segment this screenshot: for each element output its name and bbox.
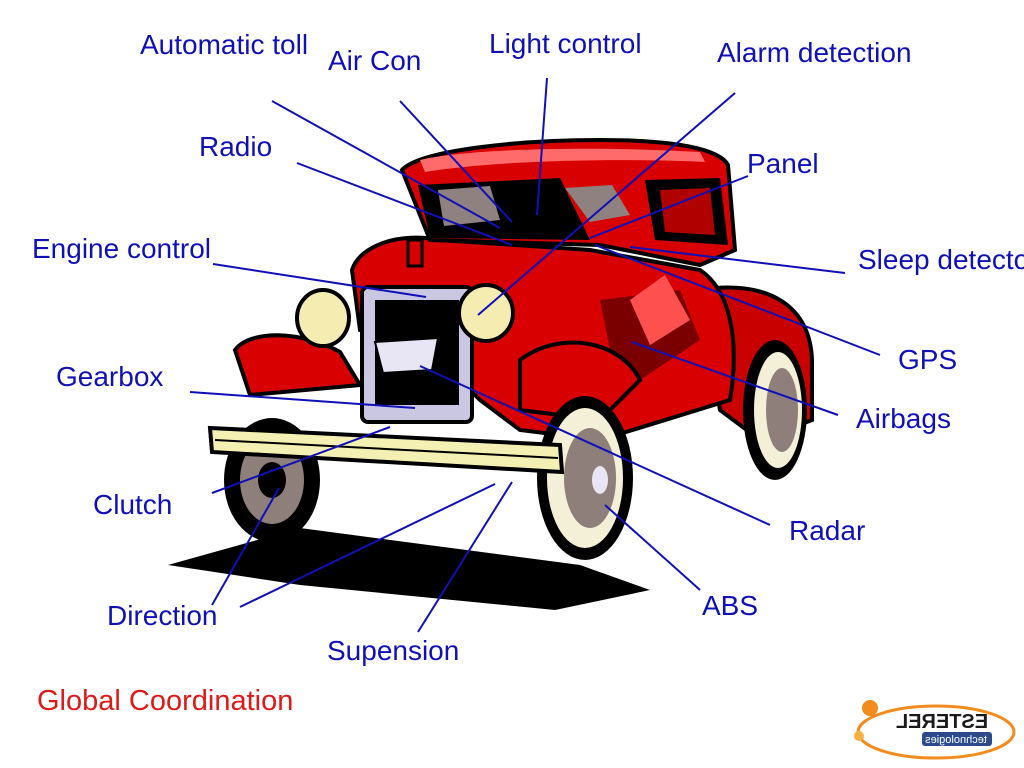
label-light-control: Light control — [489, 28, 642, 59]
wheel-rear-right — [743, 340, 807, 480]
label-engine-control: Engine control — [32, 233, 212, 264]
leader-clutch — [211, 426, 391, 494]
label-clutch: Clutch — [93, 489, 173, 520]
logo-line2: technologies — [925, 734, 987, 746]
roof-highlight — [420, 148, 705, 172]
headlight-left — [295, 288, 351, 348]
label-air-con: Air Con — [328, 45, 422, 76]
windshield-glass-right — [565, 185, 630, 222]
label-sleep-detector: Sleep detector — [858, 244, 1024, 275]
label-radar: Radar — [789, 515, 866, 546]
label-gps: GPS — [898, 344, 958, 375]
label-gearbox: Gearbox — [56, 361, 164, 392]
side-window-glass — [660, 188, 715, 235]
leader-sleep-detector — [629, 246, 846, 274]
logo-line1: ESTEREL — [896, 711, 988, 733]
front-fender-right — [518, 340, 643, 423]
esterel-logo: ESTEREL technologies — [854, 700, 1016, 760]
label-abs: ABS — [702, 590, 759, 621]
footer-title: Global Coordination — [37, 685, 294, 717]
label-panel: Panel — [747, 148, 819, 179]
leader-radio — [296, 162, 513, 246]
label-radio: Radio — [199, 131, 273, 162]
leader-panel — [589, 175, 749, 239]
hood-ornament — [406, 238, 424, 268]
leader-direction — [211, 487, 280, 606]
leader-engine-control — [212, 263, 427, 298]
label-airbags: Airbags — [856, 403, 951, 434]
wheel-front-right — [537, 396, 633, 560]
label-direction: Direction — [107, 600, 218, 631]
leader-air-con — [399, 100, 513, 223]
label-supension: Supension — [327, 635, 460, 666]
label-alarm-detection: Alarm detection — [717, 37, 912, 68]
bumper-stripe — [214, 439, 559, 459]
leader-automatic-toll — [271, 100, 501, 229]
leader-supension — [417, 481, 513, 633]
headlight-right — [457, 283, 515, 343]
leader-airbags — [631, 341, 839, 416]
car-shadow — [168, 528, 650, 610]
front-fender-left — [232, 333, 364, 398]
leader-gps — [594, 244, 881, 356]
leader-lines — [189, 77, 881, 633]
radiator-badge — [373, 336, 440, 375]
windshield-glass-left — [438, 186, 500, 226]
leader-abs — [604, 504, 701, 591]
leader-alarm-detection — [477, 92, 736, 316]
front-bumper — [207, 425, 565, 475]
body-highlight — [630, 275, 690, 345]
label-automatic-toll: Automatic toll — [140, 29, 309, 60]
leader-gearbox — [189, 391, 416, 409]
leader-light-control — [536, 77, 548, 216]
leader-radar — [419, 365, 771, 526]
leader-direction-2 — [239, 483, 496, 608]
